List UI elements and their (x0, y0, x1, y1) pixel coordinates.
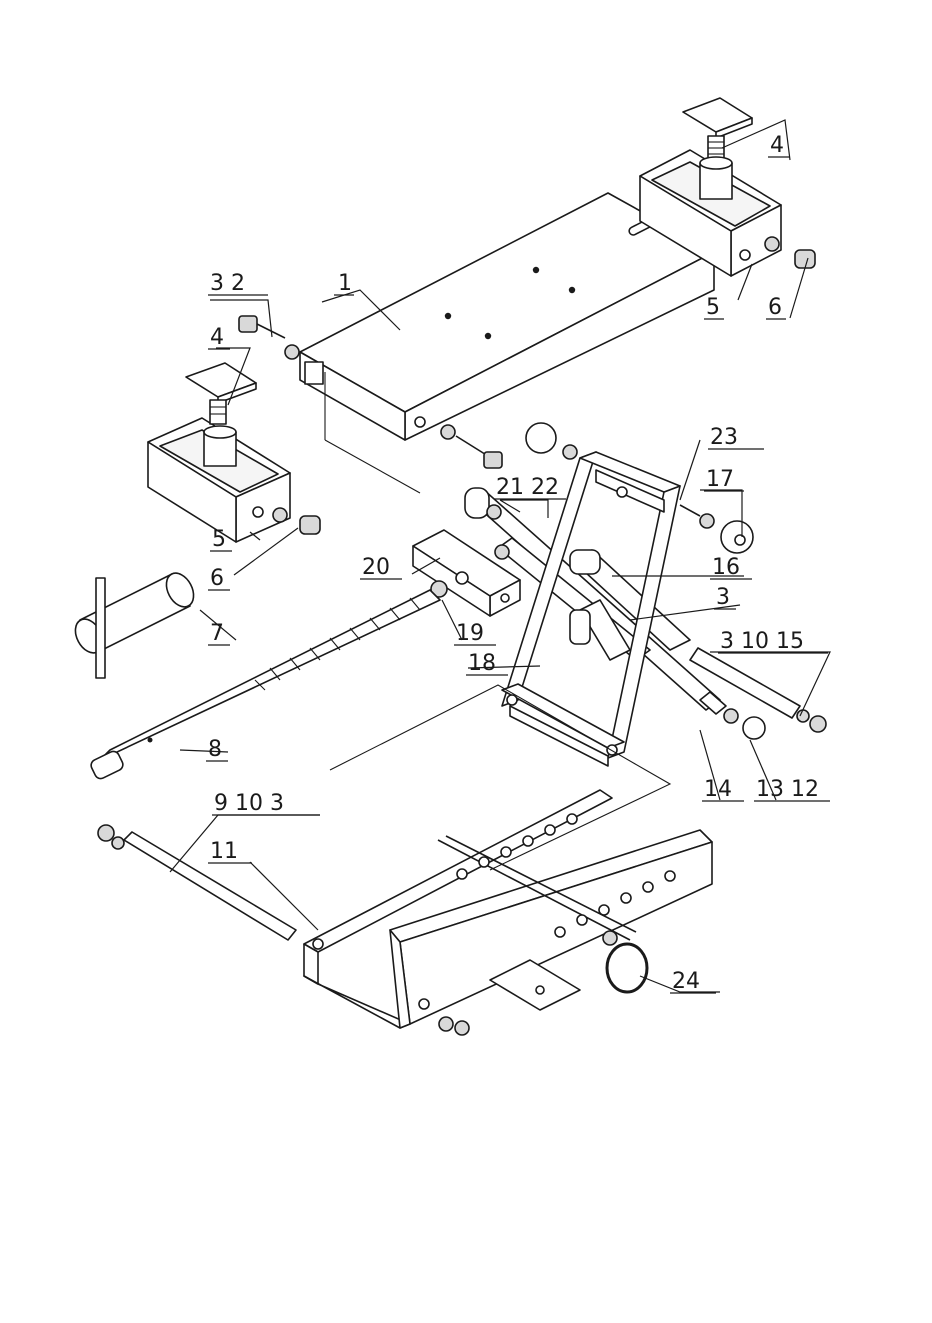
callout-label: 20 (362, 555, 390, 580)
callout-label: 16 (712, 555, 740, 580)
callout-label: 5 (706, 295, 720, 320)
callout-label: 24 (672, 969, 700, 994)
callout-label: 8 (208, 737, 222, 762)
callout-label: 4 (770, 133, 784, 158)
callout-label: 4 (210, 325, 224, 350)
callout-label: 13 12 (756, 777, 819, 802)
callout-label: 3 2 (210, 271, 245, 296)
callout-label: 21 22 (496, 475, 559, 500)
callout-label: 3 10 15 (720, 629, 804, 654)
callout-label: 5 (212, 527, 226, 552)
callout-label: 3 (716, 585, 730, 610)
callout-label: 6 (768, 295, 782, 320)
callout-label: 9 10 3 (214, 791, 284, 816)
callout-label: 1 (338, 271, 352, 296)
callout-label: 17 (706, 467, 734, 492)
ring-24 (603, 931, 647, 992)
callout-label: 11 (210, 839, 238, 864)
callout-label: 18 (468, 651, 496, 676)
pin-9 (98, 825, 296, 940)
base-frame (304, 685, 712, 1035)
pin-15 (690, 648, 826, 739)
callout-label: 19 (456, 621, 484, 646)
top-platform (300, 193, 714, 493)
callout-label: 14 (704, 777, 732, 802)
callout-label: 23 (710, 425, 738, 450)
callout-label: 6 (210, 566, 224, 591)
t-handle (70, 568, 199, 678)
callout-label: 7 (210, 621, 224, 646)
